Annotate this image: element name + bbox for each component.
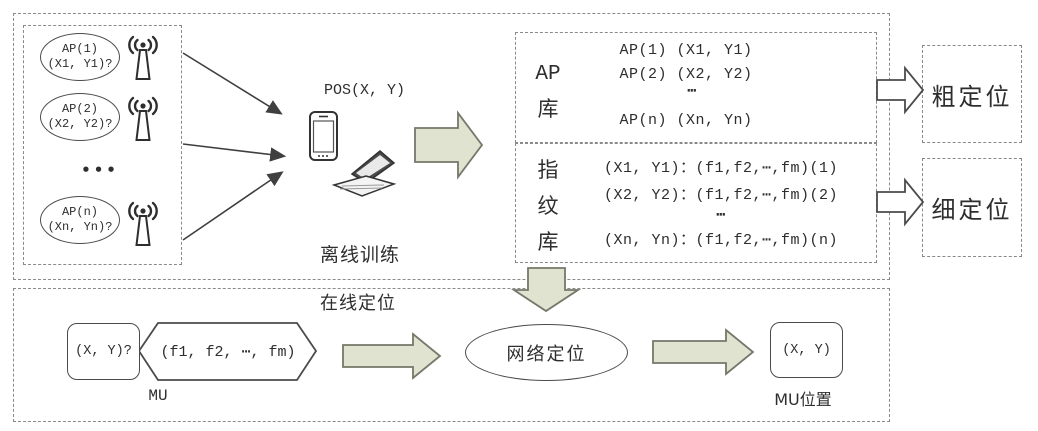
fingerprint-vector-label: (f1, f2, ⋯, fm) bbox=[160, 344, 296, 361]
ap-store-row: AP(2) (X2, Y2) bbox=[619, 66, 753, 83]
ap-store-title: AP 库 bbox=[531, 58, 565, 126]
ap-store-title-line1: AP bbox=[535, 63, 561, 86]
fingerprint-store-ellipsis: ⋯ bbox=[716, 207, 726, 224]
apn-node: AP(n) (Xn, Yn)? bbox=[40, 196, 120, 244]
ap-store-ellipsis: ⋯ bbox=[687, 83, 697, 100]
online-positioning-label: 在线定位 bbox=[320, 293, 396, 314]
ap-list-ellipsis: ••• bbox=[81, 161, 119, 179]
coarse-positioning-label: 粗定位 bbox=[931, 82, 1013, 111]
network-positioning-label: 网络定位 bbox=[506, 343, 587, 365]
apn-name: AP(n) bbox=[61, 205, 98, 219]
fingerprint-store-title: 指 纹 库 bbox=[531, 152, 565, 260]
ap1-coord: (X1, Y1)? bbox=[47, 57, 113, 71]
apn-coord: (Xn, Yn)? bbox=[47, 220, 113, 234]
fingerprint-store-row: (Xn, Yn)：(f1,f2,⋯,fm)(n) bbox=[603, 232, 839, 249]
fp-store-title-line3: 库 bbox=[537, 230, 559, 254]
fingerprint-store-row: (X2, Y2)：(f1,f2,⋯,fm)(2) bbox=[603, 187, 839, 204]
fp-store-title-line1: 指 bbox=[537, 158, 559, 182]
ap-group-box bbox=[23, 25, 182, 265]
fine-positioning-box: 细定位 bbox=[922, 158, 1022, 257]
fingerprint-store-row: (X1, Y1)：(f1,f2,⋯,fm)(1) bbox=[603, 160, 839, 177]
fine-positioning-label: 细定位 bbox=[931, 196, 1013, 224]
pos-label: POS(X, Y) bbox=[323, 82, 405, 99]
query-position-label: (X, Y)? bbox=[75, 344, 132, 359]
online-positioning-outer-box bbox=[13, 288, 890, 422]
network-positioning-node: 网络定位 bbox=[465, 324, 628, 381]
offline-training-outer-box bbox=[13, 13, 890, 280]
result-position-label: (X, Y) bbox=[782, 342, 831, 358]
mu-label: MU bbox=[148, 387, 168, 405]
ap2-name: AP(2) bbox=[61, 102, 98, 116]
offline-training-label: 离线训练 bbox=[319, 244, 400, 266]
ap2-node: AP(2) (X2, Y2)? bbox=[40, 93, 120, 141]
ap1-node: AP(1) (X1, Y1)? bbox=[40, 33, 120, 81]
ap1-name: AP(1) bbox=[61, 42, 98, 56]
coarse-positioning-box: 粗定位 bbox=[922, 45, 1022, 143]
ap-store-title-line2: 库 bbox=[537, 97, 559, 121]
fp-store-title-line2: 纹 bbox=[537, 194, 559, 218]
ap2-coord: (X2, Y2)? bbox=[47, 117, 113, 131]
mu-position-caption: MU位置 bbox=[774, 390, 832, 409]
ap-store-row: AP(1) (X1, Y1) bbox=[619, 42, 753, 59]
ap-store-row: AP(n) (Xn, Yn) bbox=[619, 112, 753, 129]
query-position-node: (X, Y)? bbox=[67, 323, 140, 380]
result-position-node: (X, Y) bbox=[770, 322, 843, 378]
